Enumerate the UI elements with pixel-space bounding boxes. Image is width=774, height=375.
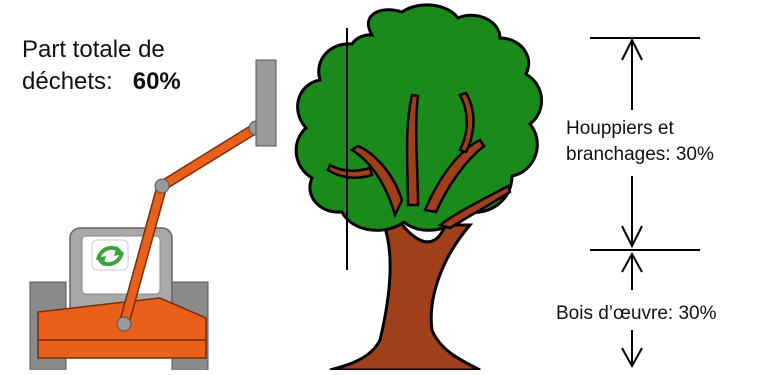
machine-arm-upper bbox=[162, 128, 256, 186]
harvester-icon bbox=[30, 60, 276, 370]
crown-label-line1: Houppiers et bbox=[566, 116, 714, 142]
machine-base-lower bbox=[38, 340, 206, 358]
crown-branches-label: Houppiers et branchages: 30% bbox=[566, 116, 714, 168]
total-waste-line1: Part totale de bbox=[22, 34, 181, 66]
total-waste-line2: déchets: 60% bbox=[22, 66, 181, 98]
recycle-arrows-icon bbox=[92, 240, 128, 270]
crown-label-line2: branchages: 30% bbox=[566, 142, 714, 168]
total-waste-prefix: déchets: bbox=[22, 68, 126, 95]
tree-trunk bbox=[330, 210, 480, 370]
machine-joint bbox=[155, 179, 169, 193]
machine-head bbox=[256, 60, 276, 146]
tree-icon bbox=[296, 5, 541, 370]
total-waste-label: Part totale de déchets: 60% bbox=[22, 34, 181, 98]
timber-label-line1: Bois d’œuvre: 30% bbox=[556, 301, 717, 327]
total-waste-value: 60% bbox=[133, 68, 181, 95]
machine-joint bbox=[117, 317, 131, 331]
timber-label: Bois d’œuvre: 30% bbox=[556, 301, 717, 327]
